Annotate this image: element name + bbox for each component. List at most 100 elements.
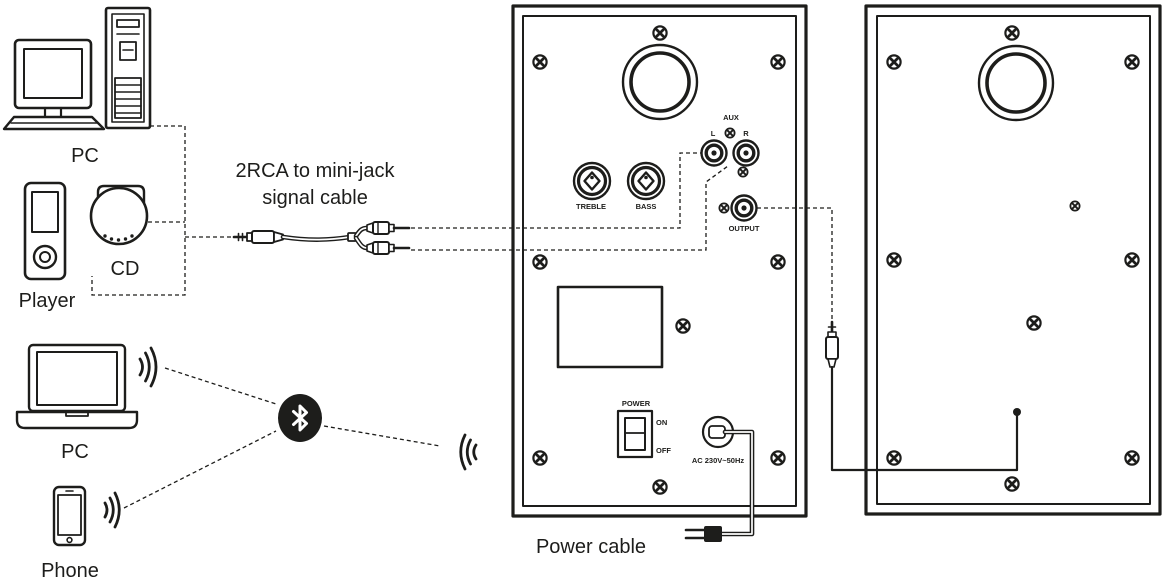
- treble-label: TREBLE: [576, 202, 606, 211]
- cd-player-buttons: [103, 234, 134, 242]
- pc-connection-line: [91, 125, 186, 296]
- player-center-button: [39, 251, 51, 263]
- laptop-label: PC: [61, 441, 89, 463]
- phone-home-button: [66, 536, 73, 544]
- power-plug-icon: [684, 526, 722, 542]
- wireless-waves-icon: [103, 491, 121, 529]
- laptop-base: [15, 410, 139, 430]
- phone-wave-2: [108, 496, 115, 524]
- signal-cable: [232, 152, 729, 255]
- cd-label: CD: [111, 258, 140, 280]
- screw-icon: [532, 54, 548, 70]
- player-screen: [31, 191, 59, 233]
- phone-wave-3: [113, 491, 121, 529]
- mini-jack-rings: [237, 232, 244, 242]
- laptop-wave-3: [149, 346, 158, 388]
- bluetooth-icon: [278, 394, 322, 442]
- speaker-wire-terminal: [1013, 408, 1021, 416]
- monitor-frame: [13, 38, 93, 110]
- laptop-screen: [36, 351, 118, 406]
- phone-wave-1: [103, 501, 109, 519]
- rca-plug-icon: [366, 221, 411, 235]
- laptop-icon: [15, 343, 139, 430]
- screw-icon: [886, 449, 902, 467]
- phone-body: [52, 485, 87, 547]
- knob-icon: [572, 161, 612, 201]
- screw-icon: [1124, 54, 1140, 70]
- rca-plug-icon: [366, 241, 411, 255]
- aux-label: AUX: [723, 113, 739, 122]
- passive-speaker-bass-port: [977, 44, 1055, 122]
- laptop-lid: [27, 343, 127, 413]
- power-switch-rocker: [624, 417, 646, 451]
- aux-right-label: R: [743, 129, 749, 138]
- screw-icon: [718, 202, 730, 214]
- smartphone-icon: [52, 485, 87, 547]
- power-plug-body: [704, 526, 722, 542]
- cd-player-icon: [89, 184, 149, 246]
- mini-jack-plug-icon: [825, 320, 839, 368]
- screw-icon: [724, 127, 736, 139]
- passive-speaker-bass-port-inner: [985, 52, 1047, 114]
- signal-cable-label-line2: signal cable: [262, 187, 368, 209]
- laptop-wave-2: [144, 351, 151, 383]
- rca-jack-icon: [729, 193, 759, 223]
- monitor-neck: [43, 106, 63, 119]
- screw-icon: [1004, 475, 1020, 493]
- screw-icon: [770, 449, 786, 467]
- power-cable: [684, 429, 755, 542]
- power-switch: [616, 409, 654, 459]
- screw-icon: [675, 317, 691, 335]
- player-label: Player: [19, 290, 76, 312]
- active-speaker-panel: [522, 15, 797, 507]
- passive-speaker-cabinet: [864, 4, 1162, 516]
- cable-branch-bottom-inner: [355, 237, 368, 249]
- label-plate: [556, 285, 664, 369]
- cd-player-body: [89, 186, 149, 246]
- power-cable-line: [719, 429, 755, 537]
- screw-icon: [886, 54, 902, 70]
- power-label: POWER: [622, 399, 651, 408]
- rca-plug-top-body: [372, 221, 390, 235]
- active-speaker-bass-port-inner: [629, 51, 691, 113]
- laptop-notch: [65, 411, 89, 417]
- rca-right-connection-line: [411, 165, 729, 251]
- desktop-pc-icon: [2, 6, 152, 131]
- cable-trunk-inner: [282, 236, 351, 241]
- bluetooth-speaker-link: [323, 425, 441, 447]
- laptop-bluetooth-link: [164, 367, 277, 405]
- screw-icon: [886, 251, 902, 269]
- screw-icon: [532, 253, 548, 271]
- bass-label: BASS: [636, 202, 657, 211]
- speaker-wave-1: [472, 443, 478, 461]
- pc-tower-panel: [111, 13, 145, 123]
- screw-icon: [652, 478, 668, 496]
- screw-icon: [1124, 251, 1140, 269]
- music-player-icon: [23, 181, 67, 281]
- drive-bay: [116, 19, 140, 28]
- screw-icon: [1004, 24, 1020, 41]
- rca-jack-icon: [699, 138, 729, 168]
- active-speaker-cabinet: [511, 4, 808, 518]
- phone-screen: [57, 494, 82, 536]
- power-off-label: OFF: [656, 446, 671, 455]
- screw-icon: [737, 166, 749, 178]
- laptop-wave-1: [138, 357, 144, 377]
- passive-speaker-rear-panel: [864, 4, 1162, 516]
- ac-input-label: AC 230V~50Hz: [692, 456, 745, 465]
- screw-icon: [770, 54, 786, 70]
- tower-vent-lines: [114, 84, 142, 114]
- wireless-waves-icon: [459, 433, 478, 471]
- screw-icon: [1026, 314, 1042, 332]
- link-plug-relief: [827, 358, 837, 368]
- active-speaker-bass-port: [621, 43, 699, 121]
- mini-jack-body: [251, 230, 275, 244]
- rca-jack-icon: [731, 138, 761, 168]
- speaker-wire: [830, 365, 1019, 472]
- bluetooth-links: [123, 367, 441, 509]
- output-label: OUTPUT: [729, 224, 760, 233]
- speaker-link-cable: [757, 207, 1021, 472]
- power-cable-label: Power cable: [536, 536, 646, 558]
- aux-left-label: L: [711, 129, 716, 138]
- monitor-screen: [23, 48, 83, 99]
